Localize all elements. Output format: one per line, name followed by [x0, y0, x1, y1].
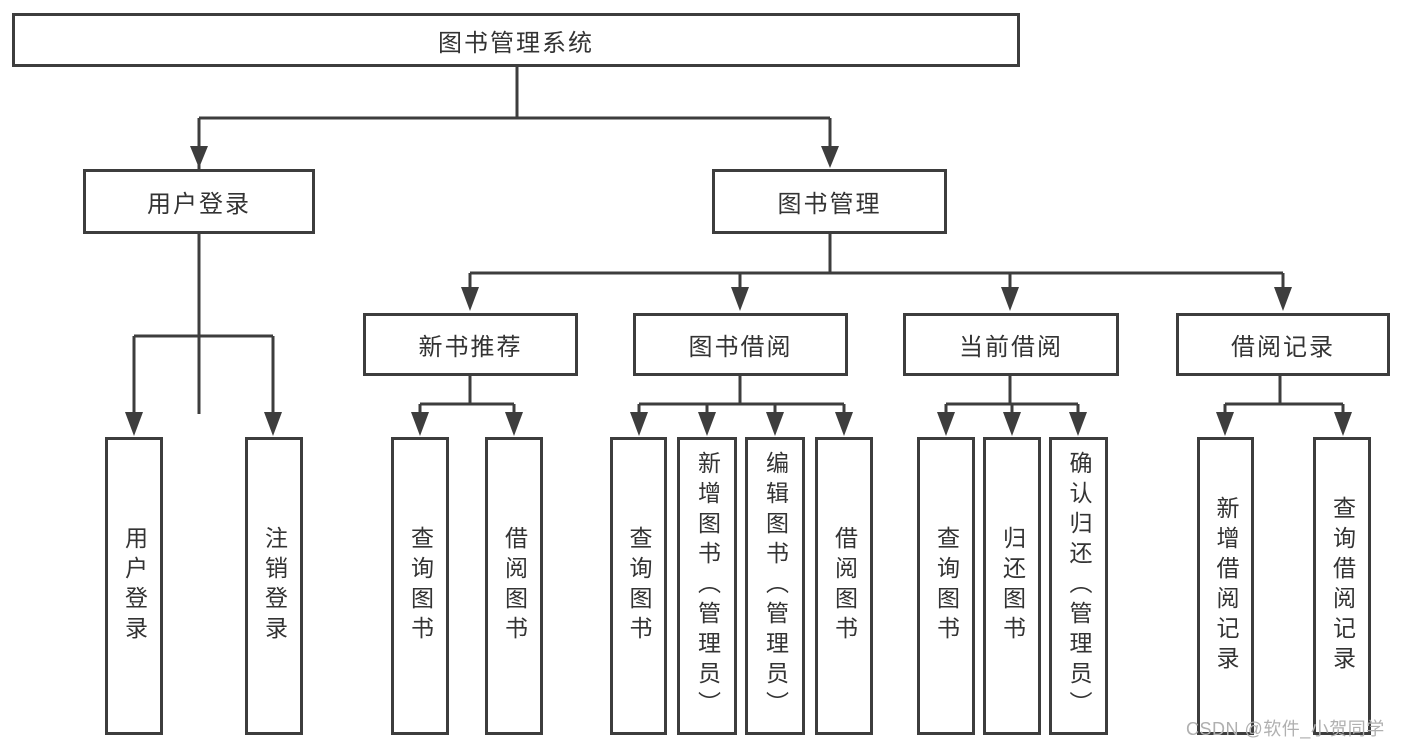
leaf-confirm-return-admin: 确认归还（管理员） [1049, 437, 1108, 735]
leaf-logout: 注销登录 [245, 437, 303, 735]
node-user-login: 用户登录 [83, 169, 315, 234]
leaf-add-books-admin: 新增图书（管理员） [677, 437, 737, 735]
connector-mgmt-to-level2 [461, 232, 1292, 311]
node-book-management: 图书管理 [712, 169, 947, 234]
leaf-query-borrow-record: 查询借阅记录 [1313, 437, 1371, 735]
leaf-borrow-books-recommend: 借阅图书 [485, 437, 543, 735]
node-current-borrowing: 当前借阅 [903, 313, 1119, 376]
node-borrow-records: 借阅记录 [1176, 313, 1390, 376]
connector-login-to-leaves [125, 232, 282, 436]
leaf-query-books-recommend: 查询图书 [391, 437, 449, 735]
leaf-borrow-books: 借阅图书 [815, 437, 873, 735]
leaf-query-books-borrow: 查询图书 [610, 437, 667, 735]
leaf-query-books-current: 查询图书 [917, 437, 975, 735]
connector-borrow-to-leaves [630, 374, 853, 436]
leaf-user-login: 用户登录 [105, 437, 163, 735]
node-new-book-recommend: 新书推荐 [363, 313, 578, 376]
leaf-add-borrow-record: 新增借阅记录 [1197, 437, 1254, 735]
csdn-watermark: CSDN @软件_小贺同学 [1186, 719, 1385, 739]
connector-records-to-leaves [1216, 374, 1352, 436]
node-book-borrowing: 图书借阅 [633, 313, 848, 376]
connector-current-to-leaves [937, 374, 1087, 436]
leaf-edit-books-admin: 编辑图书（管理员） [745, 437, 805, 735]
connector-root-to-level1 [190, 64, 839, 414]
connector-recommend-to-leaves [411, 374, 523, 436]
leaf-return-books: 归还图书 [983, 437, 1041, 735]
node-system-root: 图书管理系统 [12, 13, 1020, 67]
